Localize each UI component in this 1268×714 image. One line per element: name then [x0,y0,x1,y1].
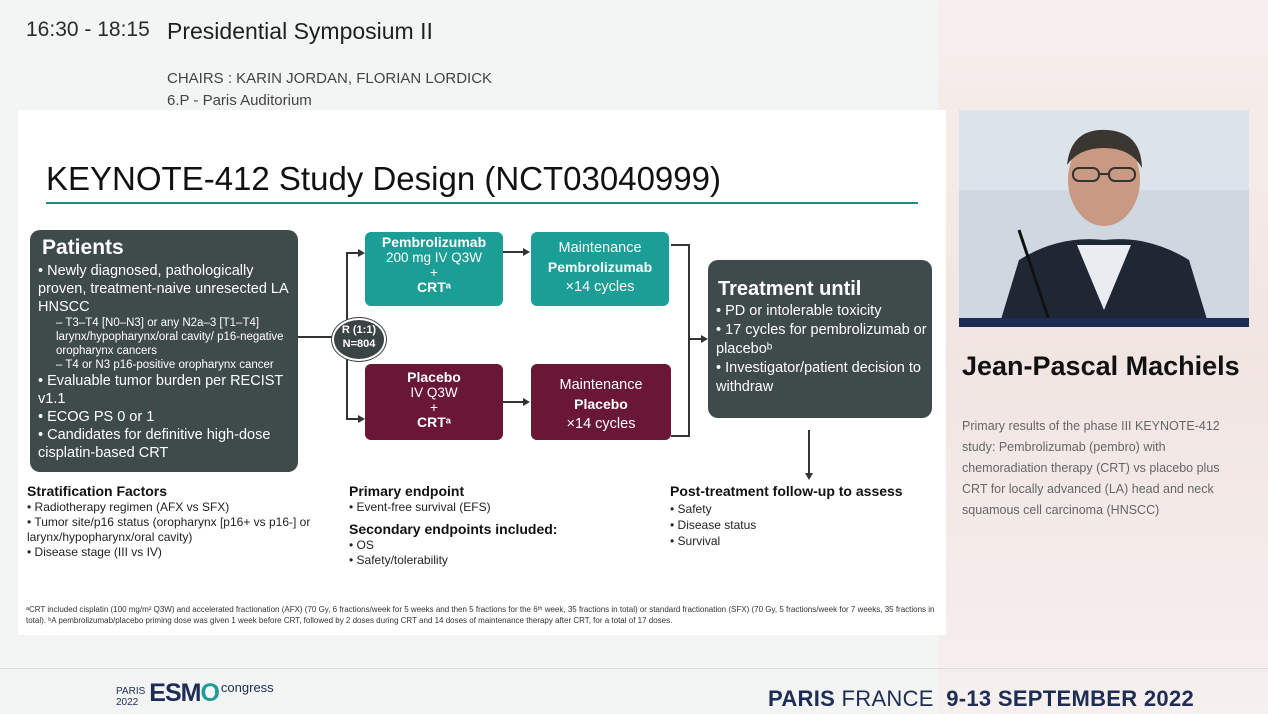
patients-subitem: – T3–T4 [N0–N3] or any N2a–3 [T1–T4] lar… [56,317,284,357]
connector-line [298,336,332,338]
treatment-until-heading: Treatment until [718,278,862,300]
logo-city-year: PARIS 2022 [116,686,145,708]
followup-item: Disease status [670,517,930,533]
primary-endpoint-item: Event-free survival (EFS) [349,500,649,515]
connector-line [688,338,702,340]
treatment-until-list: • PD or intolerable toxicity • 17 cycles… [716,302,930,397]
patients-item: • Newly diagnosed, pathologically proven… [38,263,288,315]
footer-divider [0,668,1268,669]
arrow-icon [358,415,365,423]
secondary-endpoint-item: OS [349,538,649,553]
connector-line [808,430,810,474]
event-dates: 9-13 SEPTEMBER 2022 [946,686,1195,711]
secondary-endpoints-heading: Secondary endpoints included: [349,521,558,537]
session-room: 6.P - Paris Auditorium [167,92,312,109]
treatment-until-item: • Investigator/patient decision to withd… [716,360,921,395]
treatment-until-item: • PD or intolerable toxicity [716,303,882,319]
talk-title: Primary results of the phase III KEYNOTE… [962,419,1220,517]
logo-o: O [200,679,219,707]
randomization-ratio: R (1:1) [341,324,377,336]
logo-wordmark: ESMO [149,679,220,708]
arm-dose: 200 mg IV Q3W [385,250,483,265]
connector-line [688,244,690,437]
maintenance-label: Maintenance [558,240,642,256]
followup-item: Safety [670,501,930,517]
arm-plus: + [430,265,438,280]
treatment-until-box: Treatment until • PD or intolerable toxi… [708,260,932,418]
arm-crt: CRTᵃ [416,279,452,295]
randomization-n: N=804 [342,338,376,350]
arrow-icon [701,335,708,343]
patients-heading: Patients [42,236,124,259]
arm-plus: + [430,400,438,415]
connector-line [346,252,360,254]
logo-year: 2022 [116,697,139,708]
maintenance-drug: Placebo [574,396,628,412]
presentation-slide: KEYNOTE-412 Study Design (NCT03040999) P… [18,110,946,635]
connector-line [503,251,523,253]
arm-dose: IV Q3W [410,385,458,400]
maintenance-label: Maintenance [559,377,643,393]
stratification-list: Radiotherapy regimen (AFX vs SFX) Tumor … [27,500,337,560]
placebo-arm-box: Placebo IV Q3W + CRTᵃ [365,364,503,440]
connector-line [346,418,360,420]
followup-list: Safety Disease status Survival [670,501,930,549]
arrow-icon [358,249,365,257]
placebo-maintenance-box: Maintenance Placebo ×14 cycles [531,364,671,440]
speaker-portrait-icon [959,110,1249,326]
arm-drug: Pembrolizumab [381,234,487,250]
patients-item: • ECOG PS 0 or 1 [38,409,155,425]
maintenance-cycles: ×14 cycles [566,416,636,432]
pembrolizumab-maintenance-box: Maintenance Pembrolizumab ×14 cycles [531,232,669,306]
logo-city: PARIS [116,686,146,697]
stratification-item: Radiotherapy regimen (AFX vs SFX) [27,500,337,515]
secondary-endpoint-item: Safety/tolerability [349,553,649,568]
followup-item: Survival [670,533,930,549]
connector-line [503,401,523,403]
maintenance-cycles: ×14 cycles [565,279,635,295]
title-underline [46,202,918,204]
patients-subitem: – T4 or N3 p16-positive oropharynx cance… [56,359,274,371]
connector-line [671,435,689,437]
pembrolizumab-arm-box: Pembrolizumab 200 mg IV Q3W + CRTᵃ [365,232,503,306]
video-bar [959,318,1249,327]
primary-endpoint-heading: Primary endpoint [349,483,465,499]
session-time: 16:30 - 18:15 [26,18,150,41]
speaker-video [959,110,1249,326]
arrow-down-icon [805,473,813,480]
logo-esm: ESM [149,679,201,707]
patients-list: • Newly diagnosed, pathologically proven… [38,262,296,462]
treatment-until-item: • 17 cycles for pembrolizumab or placebo… [716,322,927,357]
session-title: Presidential Symposium II [167,18,433,44]
arrow-icon [523,248,530,256]
esmo-congress-logo: PARIS 2022 ESMO congress [116,679,274,708]
stratification-item: Tumor site/p16 status (oropharynx [p16+ … [27,515,337,545]
patients-item: • Evaluable tumor burden per RECIST v1.1 [38,373,283,407]
slide-title: KEYNOTE-412 Study Design (NCT03040999) [46,160,721,197]
patients-item: • Candidates for definitive high-dose ci… [38,427,271,461]
randomization-badge: R (1:1) N=804 [332,318,386,361]
maintenance-drug: Pembrolizumab [547,259,653,275]
logo-congress: congress [220,680,274,695]
event-banner: PARIS FRANCE 9-13 SEPTEMBER 2022 [768,686,1194,712]
arrow-icon [523,398,530,406]
connector-line [671,244,689,246]
session-chairs: CHAIRS : KARIN JORDAN, FLORIAN LORDICK [167,70,493,87]
secondary-endpoints-list: OS Safety/tolerability [349,538,649,568]
stratification-heading: Stratification Factors [27,483,168,499]
slide-footnote: ᵃCRT included cisplatin (100 mg/m² Q3W) … [26,605,935,625]
primary-endpoint-list: Event-free survival (EFS) [349,500,649,515]
event-country: FRANCE [841,686,934,711]
followup-heading: Post-treatment follow-up to assess [670,483,903,499]
event-city: PARIS [768,686,836,711]
arm-crt: CRTᵃ [416,414,452,430]
speaker-name: Jean-Pascal Machiels [962,351,1240,381]
arm-drug: Placebo [407,369,461,385]
stratification-item: Disease stage (III vs IV) [27,545,337,560]
patients-box: Patients • Newly diagnosed, pathological… [30,230,298,472]
